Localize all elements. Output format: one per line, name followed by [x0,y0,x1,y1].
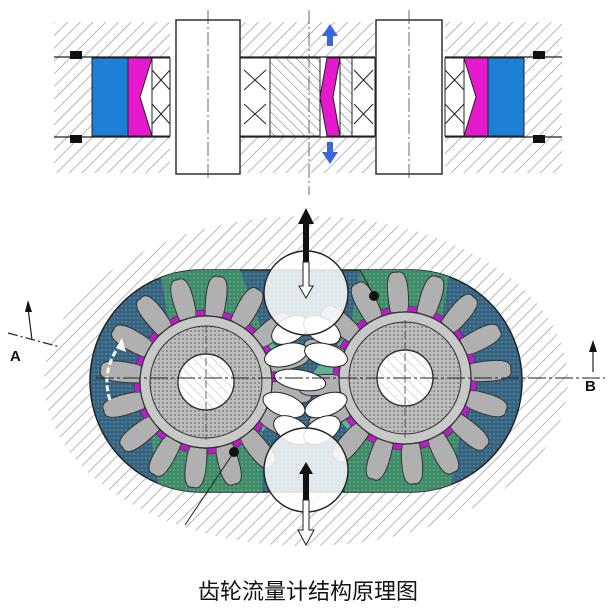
housing-wall-top-mid [240,22,375,57]
gear-tooth-section-left [127,57,153,137]
gear-tooth [464,388,508,418]
seal-bottom-left [70,135,82,143]
bearing-mid-left [239,57,271,137]
gear-tooth [148,434,183,477]
fluid-chamber-left [91,57,129,137]
gear-tooth [102,390,146,418]
gear-tooth [440,293,478,335]
side-wall-right [524,57,562,137]
gear-tooth [365,437,395,481]
gear-tooth-section-right [463,57,489,137]
housing-wall-bottom-mid [240,137,375,173]
leader-dot-upper [369,291,379,301]
section-label-b: B [585,378,596,395]
gear-tooth [204,275,228,319]
gear-tooth [119,415,161,452]
gear-tooth [386,271,410,314]
side-wall-left [54,57,92,137]
gear-tooth [400,442,424,485]
gear-tooth [426,431,460,475]
gear-tooth [184,445,208,489]
inlet-arrow-icon [299,462,313,500]
section-label-a: A [10,348,21,365]
figure-caption: 齿轮流量计结构原理图 [197,580,418,605]
bearing-left [151,57,171,137]
outlet-arrow-icon [298,208,314,262]
leader-dot-lower [229,447,239,457]
bearing-right [444,57,465,137]
seal-top-left [70,51,82,59]
gear-tooth [458,323,502,357]
gear-tooth [136,295,173,337]
flow-arrow-up-icon [322,24,338,46]
gear-tooth [469,359,512,383]
gear-tooth [415,275,445,319]
gear-tooth [448,413,490,451]
gear-tooth [350,281,384,325]
flow-arrow-down-icon [322,142,338,164]
top-section-view [54,10,562,195]
seal-top-right [533,51,545,59]
gear-flowmeter-diagram: A B [7,10,605,547]
seal-bottom-right [533,135,545,143]
gear-tooth [170,278,198,322]
front-view: A B [7,208,605,547]
fluid-chamber-right [487,57,525,137]
gear-tooth [229,287,264,330]
gear-mesh-section [319,57,341,137]
bearing-mid-right [351,57,376,137]
